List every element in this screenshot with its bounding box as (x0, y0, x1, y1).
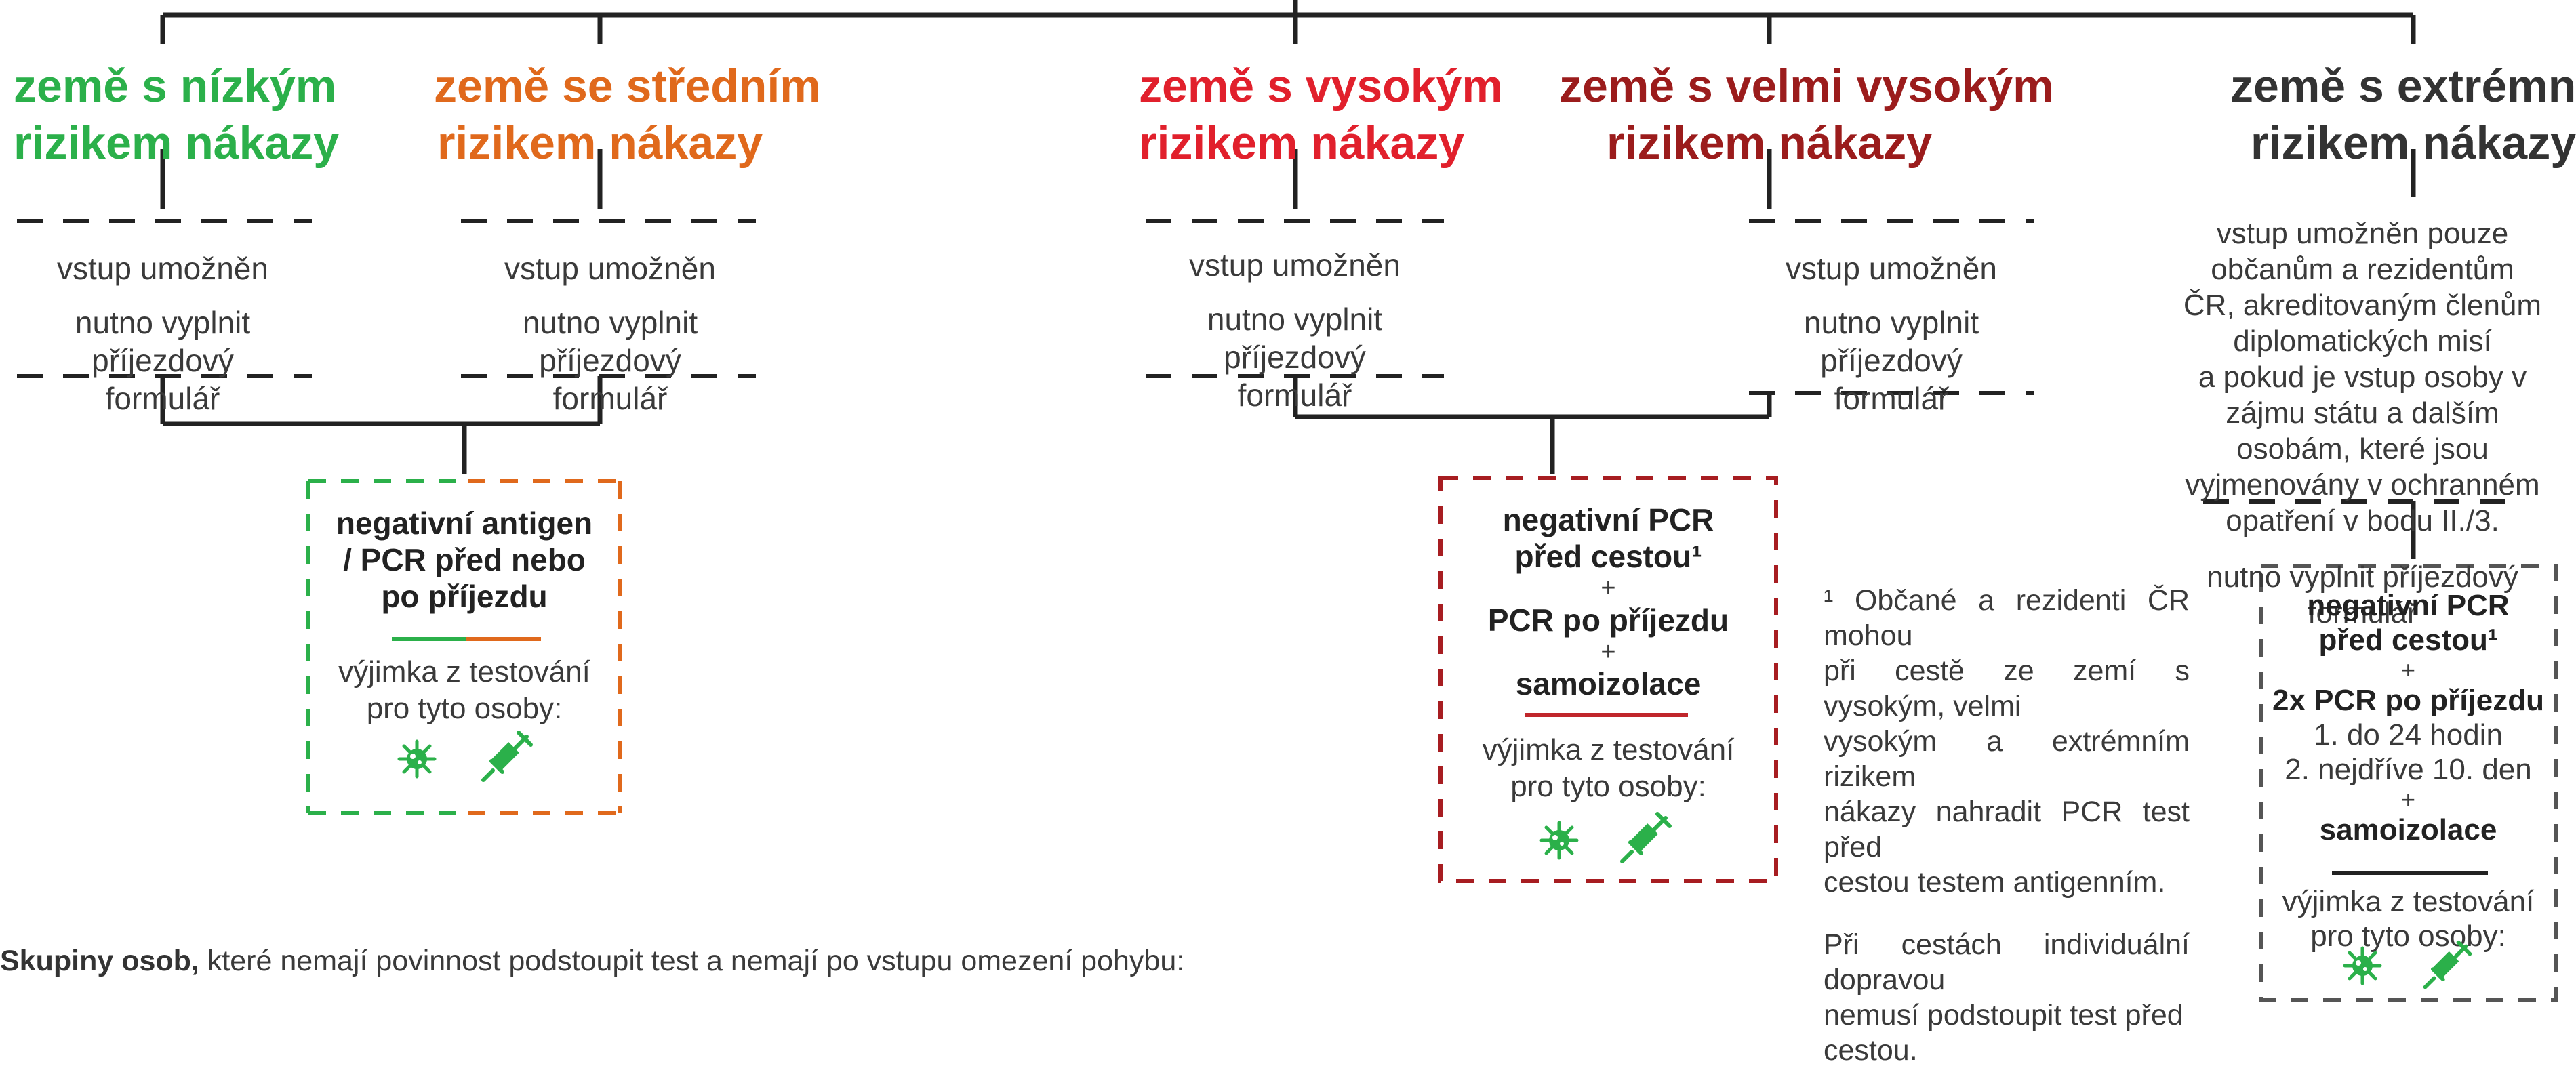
virus-icon (2343, 946, 2382, 985)
syringe-icon (1620, 812, 1672, 863)
test-line2: před cestou¹ (1514, 539, 1702, 574)
exemption-text-extreme: výjimka z testování pro tyto osoby: (2264, 884, 2552, 953)
entry-text: vstup umožněn (1189, 247, 1401, 283)
entry-info-high: vstup umožněn nutno vyplnit příjezdový f… (1146, 246, 1444, 414)
category-title-low-line2: rizikem nákazy (14, 117, 340, 169)
form-text-line1: nutno vyplnit příjezdový (522, 305, 698, 378)
test-line4: samoizolace (1515, 666, 1702, 701)
bottom-note-bold: Skupiny osob, (0, 945, 199, 977)
test-requirement-line: po příjezdu (381, 579, 548, 614)
category-title-high-line1: země s vysokým (1139, 60, 1503, 112)
form-text-line1: nutno vyplnit příjezdový (75, 305, 251, 378)
exemption-line2: pro tyto osoby: (2310, 920, 2506, 953)
test-line1: negativní PCR (2307, 589, 2510, 622)
plus-sign: + (1601, 574, 1616, 602)
form-text-line1: nutno vyplnit příjezdový (1803, 305, 1979, 378)
exemption-line2: pro tyto osoby: (366, 692, 563, 725)
entry-info-low: vstup umožněn nutno vyplnit příjezdový f… (14, 249, 312, 417)
exemption-line1: výjimka z testování (338, 655, 590, 689)
category-title-extreme-line1: země s extrémním (2230, 60, 2576, 112)
entry-line: ČR, akreditovaným členům diplomatických … (2183, 289, 2542, 358)
footnote-line: Při cestách individuální dopravou (1824, 928, 2190, 996)
separator-black (2332, 871, 2488, 875)
form-text-line1: nutno vyplnit příjezdový (1207, 302, 1383, 375)
test-box-high: negativní PCR před cestou¹ + PCR po příj… (1444, 501, 1773, 702)
category-title-high-line2: rizikem nákazy (1139, 117, 1465, 169)
test-line1: negativní PCR (1502, 502, 1714, 537)
virus-icon (1539, 821, 1579, 860)
footnote-line: cestou. (1824, 1034, 1918, 1067)
test-line6: samoizolace (2319, 813, 2497, 846)
footnote-line: při cestě ze zemí s vysokým, velmi (1824, 655, 2190, 722)
category-title-low-line1: země s nízkým (14, 60, 337, 112)
flow-connectors (17, 0, 2558, 1002)
bottom-note-text: které nemají povinnost podstoupit test a… (199, 945, 1185, 977)
form-text-line2: formulář (105, 381, 220, 416)
syringe-icon (481, 731, 533, 782)
exemption-line1: výjimka z testování (1482, 733, 1735, 766)
test-box-low-medium: negativní antigen / PCR před nebo po pří… (312, 505, 617, 615)
category-title-very-high: země s velmi vysokým rizikem nákazy (1559, 58, 2054, 171)
entry-text: vstup umožněn (57, 251, 268, 286)
plus-sign: + (2400, 785, 2416, 813)
footnote-line: nemusí podstoupit test před (1824, 999, 2183, 1031)
test-line2: před cestou¹ (2318, 623, 2498, 657)
syringe-icon (2423, 940, 2472, 989)
footnote-line: cestou testem antigenním. (1824, 866, 2166, 899)
entry-line: vstup umožněn pouze občanům a rezidentům (2211, 217, 2514, 286)
footnote-line: nákazy nahradit PCR test před (1824, 796, 2190, 863)
separator-red (1525, 713, 1688, 717)
test-box-extreme: negativní PCR před cestou¹ + 2x PCR po p… (2264, 588, 2552, 847)
separator-green-orange (392, 637, 541, 641)
form-text-line2: formulář (1237, 377, 1352, 413)
category-title-extreme: země s extrémním rizikem nákazy (2230, 58, 2576, 171)
entry-info-very-high: vstup umožněn nutno vyplnit příjezdový f… (1742, 249, 2040, 417)
test-line3: 2x PCR po příjezdu (2272, 684, 2544, 717)
footnote-line: vysokým a extrémním rizikem (1824, 725, 2190, 793)
entry-line: opatření v bodu II./3. (2226, 504, 2499, 537)
footnote-line: ¹ Občané a rezidenti ČR mohou (1824, 584, 2190, 652)
category-title-medium: země se středním rizikem nákazy (434, 58, 821, 171)
form-text-line1: nutno vyplnit příjezdový (2207, 560, 2518, 594)
category-title-low: země s nízkým rizikem nákazy (14, 58, 340, 171)
plus-sign: + (2400, 656, 2416, 684)
entry-text: vstup umožněn (504, 251, 716, 286)
entry-info-extreme: vstup umožněn pouze občanům a rezidentům… (2156, 215, 2569, 631)
footnote: ¹ Občané a rezidenti ČR mohou při cestě … (1824, 583, 2190, 1068)
virus-icon (397, 739, 437, 779)
bottom-note: Skupiny osob, které nemají povinnost pod… (0, 943, 1184, 979)
test-requirement-line: negativní antigen (336, 506, 593, 541)
category-title-medium-line1: země se středním (434, 60, 821, 112)
form-text-line2: formulář (1834, 381, 1949, 416)
category-title-very-high-line1: země s velmi vysokým (1559, 60, 2054, 112)
form-text-line2: formulář (2308, 596, 2417, 630)
category-title-extreme-line2: rizikem nákazy (2250, 117, 2576, 169)
exemption-line2: pro tyto osoby: (1510, 770, 1706, 803)
entry-line: osobám, které jsou vyjmenovány v ochrann… (2185, 432, 2540, 501)
form-text-line2: formulář (552, 381, 668, 416)
category-title-high: země s vysokým rizikem nákazy (1139, 58, 1503, 171)
category-title-very-high-line2: rizikem nákazy (1606, 117, 1933, 169)
entry-info-medium: vstup umožněn nutno vyplnit příjezdový f… (461, 249, 759, 417)
test-requirement-line: / PCR před nebo (343, 542, 586, 577)
entry-line: a pokud je vstup osoby v zájmu státu a d… (2198, 361, 2527, 430)
test-line5: 2. nejdříve 10. den (2285, 753, 2532, 786)
test-line3: PCR po příjezdu (1487, 602, 1729, 638)
exemption-text-high: výjimka z testování pro tyto osoby: (1444, 732, 1773, 805)
category-title-medium-line2: rizikem nákazy (437, 117, 763, 169)
test-line4: 1. do 24 hodin (2314, 718, 2503, 752)
plus-sign: + (1601, 638, 1616, 666)
exemption-line1: výjimka z testování (2282, 885, 2535, 918)
entry-text: vstup umožněn (1786, 251, 1997, 286)
exemption-text-low-medium: výjimka z testování pro tyto osoby: (312, 654, 617, 727)
